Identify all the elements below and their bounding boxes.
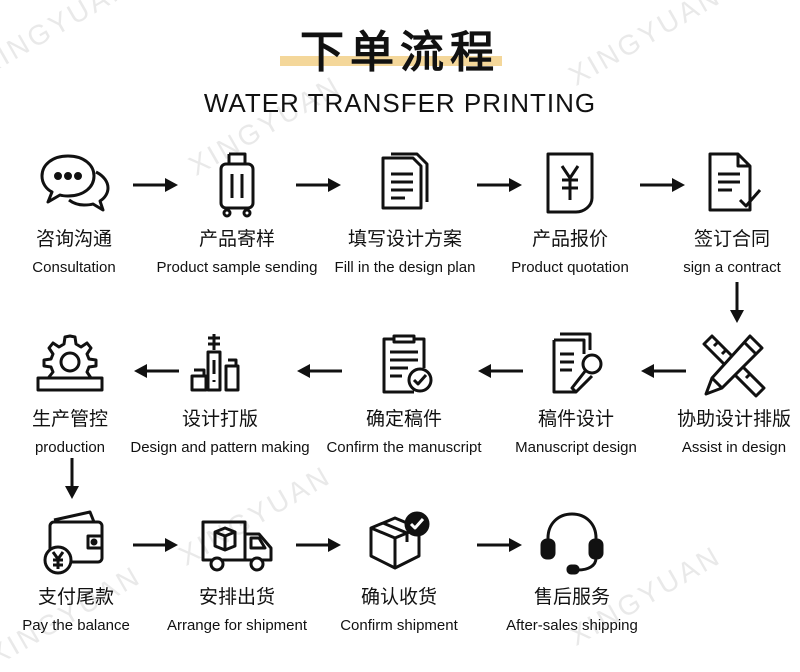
step-label-cn: 售后服务 (533, 586, 610, 608)
step-label-en: Pay the balance (22, 617, 130, 634)
box-check-icon (369, 511, 430, 570)
step-confirm-manuscript: 确定稿件 Confirm the manuscript (314, 330, 494, 456)
chat-bubbles-icon (40, 154, 110, 212)
step-manuscript-design: 稿件设计 Manuscript design (486, 330, 666, 456)
arrow-left (478, 364, 523, 378)
step-sample-sending: 产品寄样 Product sample sending (147, 150, 327, 276)
step-label-cn: 咨询沟通 (35, 228, 112, 250)
step-assist-design: 协助设计排版 Assist in design (644, 330, 800, 456)
wallet-yuan-icon (43, 510, 104, 575)
step-label-en: Consultation (32, 259, 116, 276)
arrow-down (65, 458, 79, 499)
arrow-left (297, 364, 342, 378)
gear-tray-icon (36, 334, 104, 392)
delivery-truck-icon (201, 520, 273, 572)
headset-icon (540, 512, 604, 575)
step-label-cn: 安排出货 (198, 586, 275, 608)
step-label-en: Fill in the design plan (334, 259, 476, 276)
title-underline (280, 56, 502, 66)
arrow-right (640, 178, 685, 192)
document-microphone-icon (552, 332, 603, 394)
bottles-icon (190, 334, 240, 392)
step-confirm-shipment: 确认收货 Confirm shipment (309, 508, 489, 634)
step-production: 生产管控 production (0, 330, 160, 456)
step-label-cn: 确认收货 (360, 586, 437, 608)
step-quotation: 产品报价 Product quotation (480, 150, 660, 276)
arrow-left (641, 364, 686, 378)
step-label-cn: 设计打版 (181, 408, 258, 430)
step-consultation: 咨询沟通 Consultation (0, 150, 164, 276)
step-label-cn: 签订合同 (693, 228, 770, 250)
step-pay-balance: 支付尾款 Pay the balance (0, 508, 166, 634)
arrow-down (730, 282, 744, 323)
clipboard-check-icon (382, 334, 433, 394)
luggage-icon (219, 152, 255, 218)
step-label-cn: 协助设计排版 (676, 408, 791, 430)
step-design-plan: 填写设计方案 Fill in the design plan (315, 150, 495, 276)
step-label-en: Product sample sending (156, 259, 318, 276)
step-contract: 签订合同 sign a contract (642, 150, 800, 276)
step-label-en: Arrange for shipment (166, 617, 308, 634)
contract-check-icon (708, 152, 762, 212)
arrow-right (477, 178, 522, 192)
step-arrange-shipment: 安排出货 Arrange for shipment (147, 508, 327, 634)
step-label-cn: 支付尾款 (37, 586, 114, 608)
step-label-en: sign a contract (683, 259, 781, 276)
arrow-left (134, 364, 179, 378)
step-label-en: Product quotation (511, 259, 629, 276)
step-label-en: Design and pattern making (130, 439, 310, 456)
step-label-en: After-sales shipping (506, 617, 638, 634)
page-subtitle: WATER TRANSFER PRINTING (203, 88, 597, 118)
step-label-cn: 产品寄样 (198, 228, 275, 250)
ruler-pencil-icon (702, 334, 766, 398)
step-label-en: Manuscript design (515, 439, 637, 456)
step-label-cn: 产品报价 (531, 228, 608, 250)
step-label-cn: 稿件设计 (537, 408, 614, 430)
step-label-cn: 确定稿件 (365, 408, 442, 430)
step-label-en: Assist in design (681, 439, 787, 456)
step-after-sales: 售后服务 After-sales shipping (482, 508, 662, 634)
arrow-right (477, 538, 522, 552)
arrow-right (133, 538, 178, 552)
documents-icon (381, 152, 429, 210)
arrow-right (133, 178, 178, 192)
step-label-cn: 填写设计方案 (347, 228, 462, 250)
step-label-en: Confirm the manuscript (326, 439, 482, 456)
page-title: 下单流程 (300, 27, 500, 78)
arrow-right (296, 178, 341, 192)
yuan-document-icon (546, 152, 594, 214)
step-label-cn: 生产管控 (31, 408, 108, 430)
step-label-en: Confirm shipment (340, 617, 458, 634)
step-label-en: production (34, 439, 106, 456)
arrow-right (296, 538, 341, 552)
step-pattern-making: 设计打版 Design and pattern making (130, 330, 310, 456)
